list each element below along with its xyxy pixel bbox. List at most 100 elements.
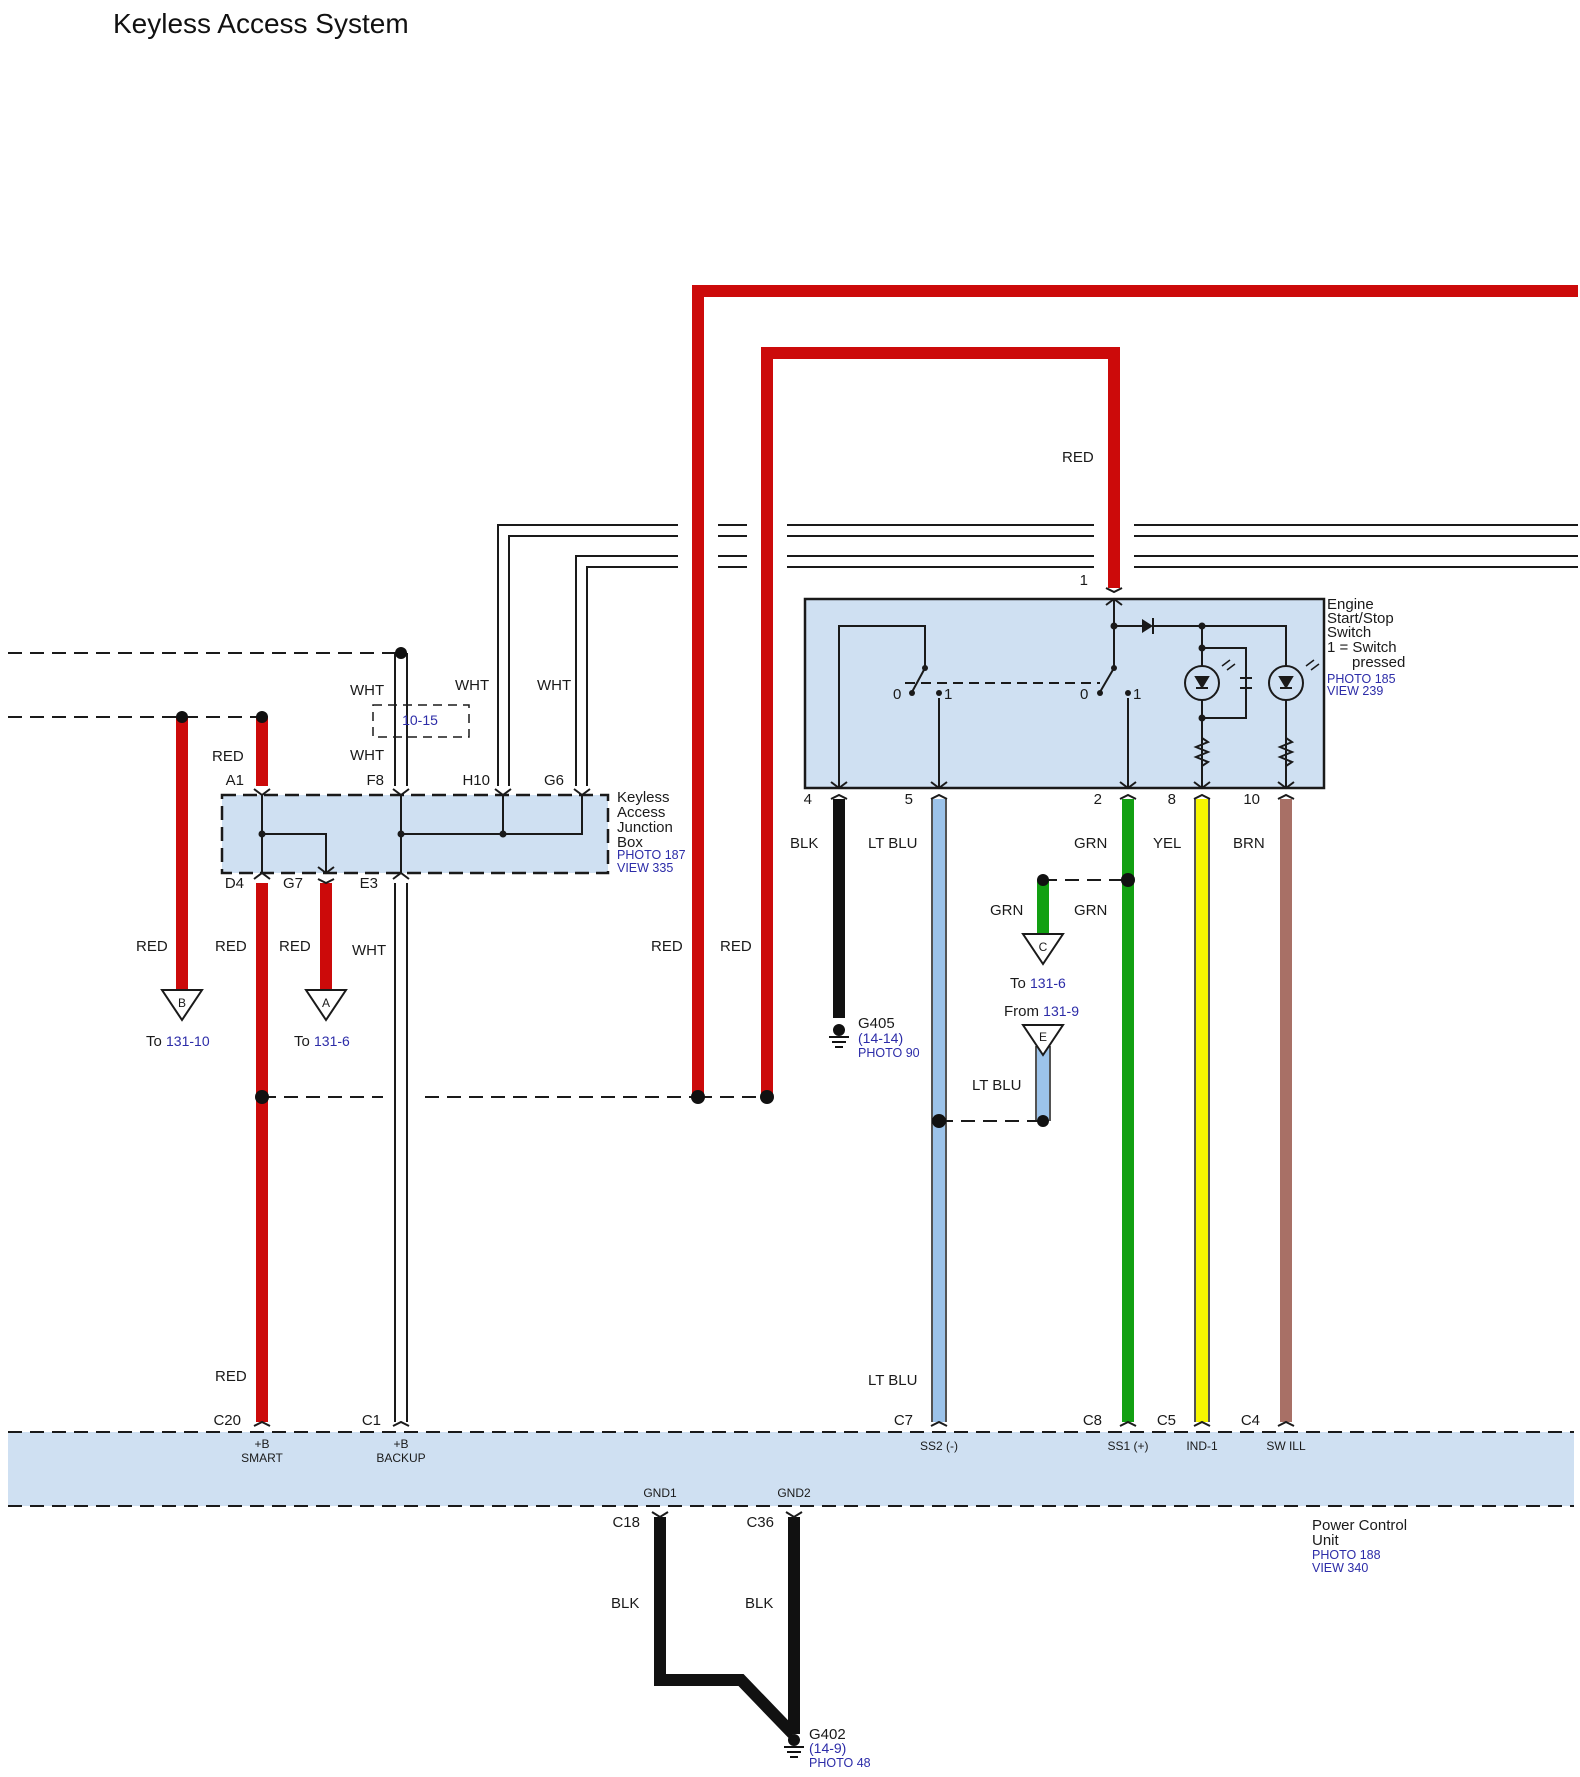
switch-pin-4: 4 — [804, 791, 812, 808]
wire-label-lt-blu: LT BLU — [868, 835, 917, 852]
switch-pin-5: 5 — [905, 791, 913, 808]
wire-label-red-g7: RED — [279, 938, 311, 955]
pcu-func-c8: SS1 (+) — [1107, 1439, 1148, 1453]
wire-label-grn: GRN — [1074, 835, 1107, 852]
wire-label-red-top: RED — [1062, 449, 1094, 466]
pcu-pin-c18: C18 — [612, 1514, 640, 1531]
pcu-func-c4: SW ILL — [1266, 1439, 1306, 1453]
ground-g405-photo-link[interactable]: PHOTO 90 — [858, 1046, 920, 1060]
pin-f8: F8 — [366, 772, 384, 789]
connector-b-label: To 131-10 — [146, 1033, 210, 1050]
wire-label-wht-g6: WHT — [537, 677, 571, 694]
ground-g405-icon — [829, 1024, 849, 1048]
connector-c-link[interactable]: 131-6 — [1030, 975, 1066, 991]
connector-c-label: To 131-6 — [1010, 975, 1066, 992]
connector-a-link[interactable]: 131-6 — [314, 1033, 350, 1049]
pcu-photo-link[interactable]: PHOTO 188 — [1312, 1548, 1381, 1562]
connector-e-icon — [1021, 1024, 1065, 1057]
pcu-func-c1: +B — [393, 1437, 408, 1451]
wire-label-red-right: RED — [720, 938, 752, 955]
junction-box-photo-link[interactable]: PHOTO 187 — [617, 848, 686, 862]
ground-g405-ref-link[interactable]: (14-14) — [858, 1030, 903, 1046]
ground-g405-name: G405 — [858, 1015, 895, 1032]
pcu-gnd2: GND2 — [777, 1486, 811, 1500]
resistor-icon — [1277, 737, 1295, 767]
connector-a-letter: A — [322, 996, 330, 1010]
connector-b-letter: B — [178, 996, 186, 1010]
ground-g402-name: G402 — [809, 1726, 846, 1743]
connector-c-icon — [1021, 933, 1065, 966]
pcu-pin-c1: C1 — [362, 1412, 381, 1429]
wire-label-wht-e3: WHT — [352, 942, 386, 959]
connector-c-letter: C — [1039, 940, 1048, 954]
ground-g402-ref-link[interactable]: (14-9) — [809, 1740, 846, 1756]
red-wire-top-loop — [692, 285, 1578, 1097]
pin-a1: A1 — [226, 772, 244, 789]
connector-b-icon — [160, 989, 204, 1022]
resistor-icon — [1193, 737, 1211, 767]
power-control-unit-box — [8, 1432, 1574, 1506]
wire-label-red-left: RED — [651, 938, 683, 955]
engine-switch-name: Engine Start/Stop Switch 1 = Switch pres… — [1327, 596, 1405, 671]
wire-label-grn-c: GRN — [990, 902, 1023, 919]
pcu-func-c1: BACKUP — [376, 1451, 425, 1465]
splice-ref-link[interactable]: 10-15 — [402, 712, 438, 728]
contact-label: 0 — [893, 686, 901, 703]
wire-label-red-c20: RED — [215, 1368, 247, 1385]
wire-label-wht-top: WHT — [350, 682, 384, 699]
ground-g402-photo-link[interactable]: PHOTO 48 — [809, 1756, 871, 1770]
wire-label-blk-c36: BLK — [745, 1595, 773, 1612]
wire-label-blk: BLK — [790, 835, 818, 852]
pcu-func-c20: +B — [254, 1437, 269, 1451]
junction-box-view-link[interactable]: VIEW 335 — [617, 861, 673, 875]
switch-pin-2: 2 — [1094, 791, 1102, 808]
contact-label: 0 — [1080, 686, 1088, 703]
contact-label: 1 — [944, 686, 952, 703]
wire-label-lt-blu-c7: LT BLU — [868, 1372, 917, 1389]
wire-label-lt-blu-e: LT BLU — [972, 1077, 1021, 1094]
switch-pin-1: 1 — [1080, 572, 1088, 589]
wire-label-blk-c18: BLK — [611, 1595, 639, 1612]
junction-box-internals — [261, 795, 583, 873]
wire-label-red-d4: RED — [215, 938, 247, 955]
connector-a-label: To 131-6 — [294, 1033, 350, 1050]
pcu-view-link[interactable]: VIEW 340 — [1312, 1561, 1368, 1575]
pcu-func-c5: IND-1 — [1186, 1439, 1218, 1453]
pcu-gnd1: GND1 — [643, 1486, 677, 1500]
engine-switch-photo-link[interactable]: PHOTO 185 — [1327, 672, 1396, 686]
engine-switch-view-link[interactable]: VIEW 239 — [1327, 684, 1383, 698]
pcu-pin-c20: C20 — [213, 1412, 241, 1429]
harness-lines — [394, 524, 1578, 1422]
connector-a-icon — [304, 989, 348, 1022]
connector-b-link[interactable]: 131-10 — [166, 1033, 210, 1049]
pin-d4: D4 — [225, 875, 244, 892]
wire-label-brn: BRN — [1233, 835, 1265, 852]
pin-e3: E3 — [360, 875, 378, 892]
pcu-pin-c36: C36 — [746, 1514, 774, 1531]
splice-ref-box — [372, 704, 470, 738]
wire-label-grn-main: GRN — [1074, 902, 1107, 919]
switch-pin-8: 8 — [1168, 791, 1176, 808]
engine-start-stop-switch-box — [803, 597, 1326, 790]
pin-h10: H10 — [462, 772, 490, 789]
connector-e-link[interactable]: 131-9 — [1043, 1003, 1079, 1019]
wire-label-wht-f8: WHT — [350, 747, 384, 764]
junction-box-name: Keyless Access Junction Box — [617, 789, 677, 851]
connector-e-label: From 131-9 — [1004, 1003, 1079, 1020]
connector-e-letter: E — [1039, 1030, 1047, 1044]
diode-icon — [1142, 619, 1153, 633]
pin-g6: G6 — [544, 772, 564, 789]
switch-pin-10: 10 — [1243, 791, 1260, 808]
wire-label-red-a1: RED — [212, 748, 244, 765]
red-wire-switch-feed — [761, 347, 1120, 1097]
blk-wire-gnd — [654, 1517, 800, 1739]
pcu-pin-c7: C7 — [894, 1412, 913, 1429]
pcu-pin-c4: C4 — [1241, 1412, 1260, 1429]
wire-label-wht-h10: WHT — [455, 677, 489, 694]
pcu-pin-c8: C8 — [1083, 1412, 1102, 1429]
contact-label: 1 — [1133, 686, 1141, 703]
pcu-name: Power Control Unit — [1312, 1517, 1411, 1549]
wire-label-yel: YEL — [1153, 835, 1181, 852]
pcu-func-c20: SMART — [241, 1451, 283, 1465]
ground-g402-icon — [784, 1734, 804, 1758]
